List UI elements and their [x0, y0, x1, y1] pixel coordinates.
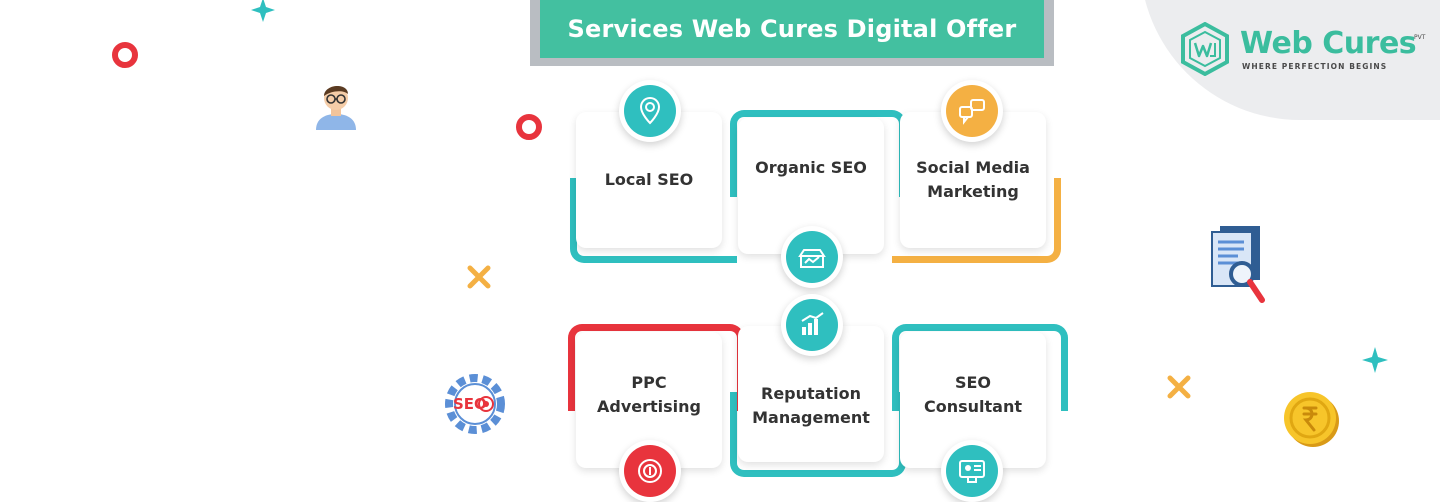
- card-1-accent: [570, 178, 737, 263]
- cross-icon: [1167, 375, 1191, 399]
- storefront-chart-icon: [798, 249, 826, 268]
- dollar-target-icon: [638, 459, 662, 483]
- title-banner-inner: Services Web Cures Digital Offer: [540, 0, 1044, 58]
- bar-chart-icon: [801, 312, 824, 335]
- card-3-accent: [892, 178, 1061, 263]
- web-cures-logo: Web Cures PVT WHERE PERFECTION BEGINS: [1178, 22, 1428, 78]
- badge-ring: [946, 445, 998, 497]
- document-search-icon: [1211, 226, 1265, 303]
- person-avatar-icon: [316, 85, 356, 130]
- gear-icon: [445, 374, 505, 434]
- service-label: Local SEO: [604, 170, 694, 189]
- seo-gear-label: SEO: [453, 395, 487, 413]
- social-chat-icon: [959, 99, 985, 125]
- monitor-person-icon: [959, 460, 985, 483]
- cross-icon: [467, 265, 491, 289]
- logo-hexagon-icon: [1181, 22, 1229, 76]
- service-label: Organic SEO: [755, 158, 867, 177]
- service-label: Reputation Management: [752, 384, 870, 427]
- seo-gear-icon: SEO: [438, 372, 512, 436]
- card-6-accent: [892, 324, 1068, 411]
- service-badge-social-media: [941, 80, 1003, 142]
- logo-tagline: WHERE PERFECTION BEGINS: [1242, 62, 1388, 71]
- ring-icon: [112, 42, 138, 68]
- sparkle-icon: [251, 0, 275, 22]
- service-label: Social Media Marketing: [916, 158, 1030, 201]
- ring-icon: [516, 114, 542, 140]
- logo-registered: PVT: [1414, 34, 1426, 41]
- service-badge-local-seo: [619, 80, 681, 142]
- service-card-seo-consultant: SEO Consultant: [900, 332, 1046, 468]
- service-label: SEO Consultant: [923, 373, 1022, 416]
- coin-icon: [1284, 392, 1339, 447]
- service-label: PPC Advertising: [597, 373, 701, 416]
- logo-name: Web Cures: [1240, 26, 1417, 61]
- service-badge-reputation: [781, 294, 843, 356]
- location-pin-icon: [639, 96, 661, 125]
- title-banner: Services Web Cures Digital Offer: [530, 0, 1054, 66]
- service-badge-organic-seo: [781, 226, 843, 288]
- page-title: Services Web Cures Digital Offer: [567, 15, 1017, 43]
- service-badge-seo-consultant: [941, 440, 1003, 502]
- sparkle-icon: [1362, 347, 1388, 373]
- service-badge-ppc: [619, 440, 681, 502]
